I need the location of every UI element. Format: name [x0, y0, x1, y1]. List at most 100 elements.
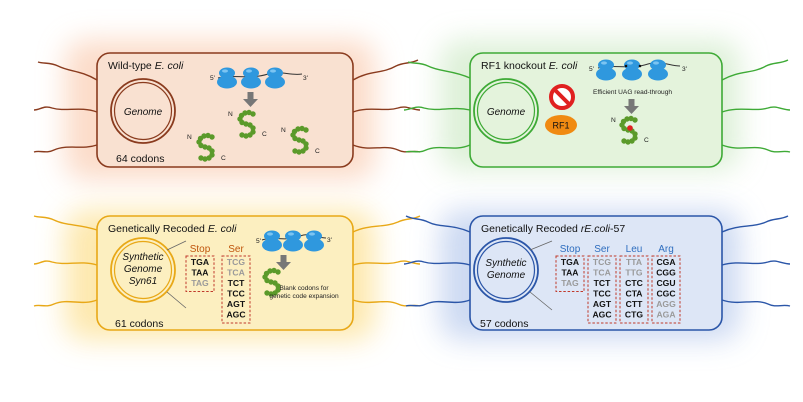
protein-n-label: N	[611, 117, 616, 124]
blank-codons-line1: Blank codons for	[279, 285, 329, 292]
uag-codon-mark	[624, 64, 628, 68]
ribosome-icon	[283, 230, 303, 252]
genome-circle-outer	[473, 78, 539, 144]
codon-column-box	[619, 255, 649, 324]
codon-label: CGU	[656, 278, 675, 288]
protein-n-label: N	[187, 134, 192, 141]
codon-label: AGC	[592, 310, 611, 320]
pointer-line	[166, 240, 187, 251]
panel-rf1-knockout: RF1 knockout E. coli Genome RF1 5' 3' Ef…	[469, 52, 723, 168]
codon-column-header: Leu	[626, 244, 643, 255]
removed-codon-label: TCA	[227, 268, 245, 278]
panel-wild-type: Wild-type E. coli Genome 64 codons 5' 3'…	[96, 52, 354, 168]
mrna-5-prime: 5'	[256, 238, 261, 245]
genome-circle-outer	[473, 237, 539, 303]
flagella-rf1	[403, 59, 791, 153]
panel-recoded-57: Genetically Recoded rE.coli-57 Synthetic…	[469, 215, 723, 331]
panel-title: Genetically Recoded rE.coli-57	[481, 223, 625, 235]
ribosome-icon	[596, 59, 616, 81]
codon-column-header: Ser	[594, 244, 610, 255]
codon-label: TCT	[228, 278, 245, 288]
codon-column-header: Ser	[228, 244, 244, 255]
codon-column-box	[185, 255, 215, 292]
codon-label: CTG	[625, 310, 643, 320]
codon-label: CGA	[656, 257, 675, 267]
removed-codon-label: AGG	[656, 299, 676, 309]
genome-label-line1: Synthetic	[485, 258, 526, 269]
panel-title: Genetically Recoded E. coli	[108, 223, 237, 235]
codon-label: CGG	[656, 268, 676, 278]
ribosome-icon	[262, 230, 282, 252]
genome-circle-outer	[110, 237, 176, 303]
codon-label: CGC	[656, 289, 675, 299]
panel-title: RF1 knockout E. coli	[481, 60, 578, 72]
ribosome-icon	[241, 67, 261, 89]
codon-count: 57 codons	[480, 318, 528, 330]
codon-column-header: Stop	[560, 244, 581, 255]
ribosome-icon	[622, 59, 642, 81]
protein-c-label: C	[644, 137, 649, 144]
codon-count: 64 codons	[116, 153, 164, 165]
removed-codon-label: TTA	[626, 257, 642, 267]
genome-label-line2: Genome	[487, 270, 526, 281]
protein-c-label: C	[221, 155, 226, 162]
removed-codon-label: TCG	[227, 257, 245, 267]
genome-circle-inner	[476, 81, 536, 141]
codon-column-header: Arg	[658, 244, 674, 255]
codon-label: TGA	[191, 257, 209, 267]
genome-label-line3: Syn61	[129, 276, 157, 287]
genome-circle-inner	[113, 81, 173, 141]
codon-label: TCT	[594, 278, 611, 288]
pointer-line	[529, 291, 553, 311]
panel-recoded-syn61: Genetically Recoded E. coli Synthetic Ge…	[96, 215, 354, 331]
codon-label: AGC	[226, 310, 245, 320]
codon-table: StopTGATAATAGSerTCGTCATCTTCCAGTAGCLeuTTA…	[555, 244, 681, 324]
protein-n-label: N	[228, 111, 233, 118]
pointer-line	[529, 240, 553, 251]
down-arrow-icon	[628, 99, 635, 107]
mrna-3-prime: 3'	[682, 66, 687, 73]
readthrough-label: Efficient UAG read-through	[593, 89, 672, 96]
rf1-protein-icon	[545, 115, 577, 135]
incorporated-residue-mark	[627, 125, 633, 131]
removed-codon-label: TCA	[593, 268, 611, 278]
prohibition-icon	[549, 84, 575, 110]
codon-label: AGT	[227, 299, 246, 309]
protein-c-label: C	[315, 148, 320, 155]
genome-label: Genome	[487, 107, 526, 118]
genome-label: Genome	[124, 107, 163, 118]
uag-codon-mark	[638, 64, 642, 68]
codon-label: CTA	[625, 289, 642, 299]
genome-label-line2: Genome	[124, 264, 163, 275]
down-arrow-icon	[280, 255, 287, 263]
removed-codon-label: TAG	[191, 278, 209, 288]
mrna-3-prime: 3'	[327, 237, 332, 244]
ribosome-icon	[265, 67, 285, 89]
codon-column-box	[587, 255, 617, 324]
mrna-3-prime: 3'	[303, 75, 308, 82]
codon-label: AGT	[593, 299, 612, 309]
codon-column-header: Stop	[190, 244, 211, 255]
flagella-rec57	[403, 215, 791, 307]
cell-body	[469, 215, 723, 331]
codon-count: 61 codons	[115, 318, 163, 330]
genome-label-line1: Synthetic	[122, 252, 163, 263]
removed-codon-label: TCG	[593, 257, 611, 267]
ribosome-icon	[648, 59, 668, 81]
ribosome-icon	[217, 67, 237, 89]
codon-label: CTT	[626, 299, 643, 309]
codon-column-box	[555, 255, 585, 292]
mrna-5-prime: 5'	[210, 75, 215, 82]
removed-codon-label: AGA	[656, 310, 675, 320]
mrna-5-prime: 5'	[589, 66, 594, 73]
codon-label: TAA	[191, 268, 208, 278]
pointer-line	[166, 291, 187, 309]
protein-n-label: N	[281, 127, 286, 134]
down-arrow-icon	[247, 92, 254, 100]
removed-codon-label: TAG	[561, 278, 579, 288]
removed-codon-label: TTG	[625, 268, 642, 278]
codon-label: TAA	[561, 268, 578, 278]
protein-c-label: C	[262, 131, 267, 138]
down-arrow-head	[276, 262, 291, 270]
